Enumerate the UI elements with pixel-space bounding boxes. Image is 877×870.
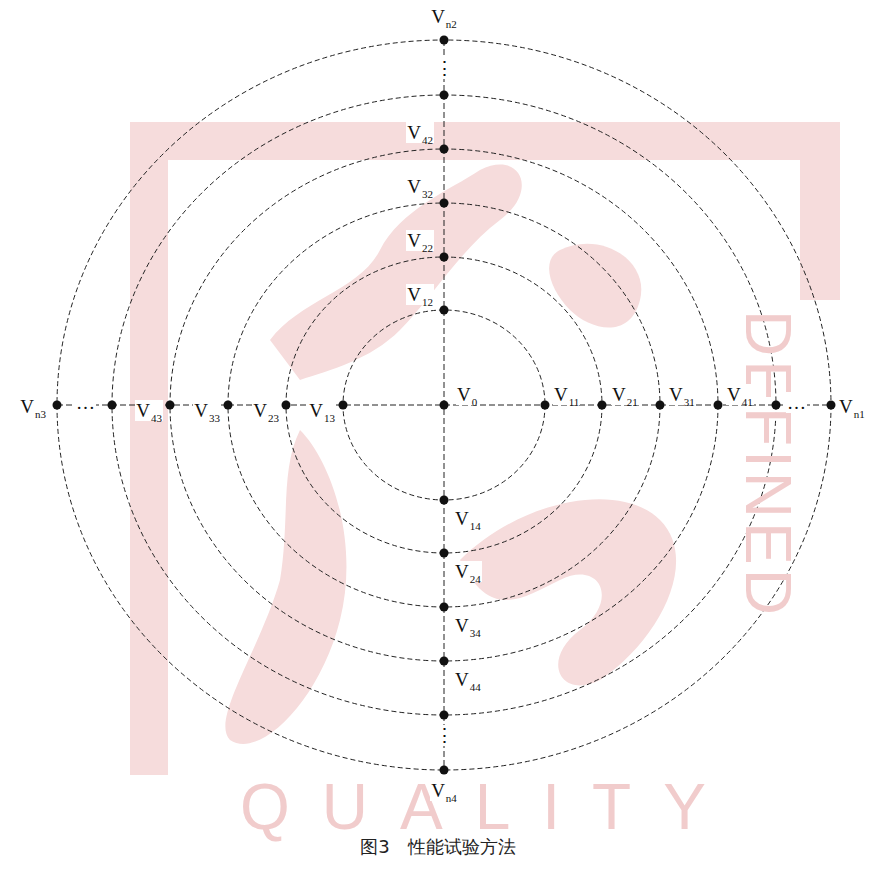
test-point <box>440 253 449 262</box>
point-label: V24 <box>454 561 482 582</box>
test-point <box>440 496 449 505</box>
test-point <box>440 549 449 558</box>
point-label: V14 <box>454 508 482 529</box>
watermark-text: DEFINED <box>736 310 800 619</box>
point-label: Vn4 <box>430 780 458 801</box>
test-point <box>108 401 117 410</box>
test-point <box>827 401 836 410</box>
test-point <box>440 199 449 208</box>
point-label: V11 <box>553 384 580 405</box>
point-label: V43 <box>135 400 163 421</box>
figure-caption: 图3 性能试验方法 <box>360 838 515 856</box>
test-point <box>440 603 449 612</box>
point-label: V12 <box>406 284 434 305</box>
test-point <box>440 711 449 720</box>
test-point <box>53 401 62 410</box>
point-label: V0 <box>456 384 478 405</box>
test-point <box>440 145 449 154</box>
test-point <box>714 401 723 410</box>
point-label: V22 <box>406 230 434 251</box>
test-point <box>656 401 665 410</box>
ellipsis-mark: ⋮ <box>434 725 455 746</box>
test-point <box>440 91 449 100</box>
point-label: Vn1 <box>838 396 866 417</box>
point-label: Vn3 <box>19 396 47 417</box>
test-circle <box>57 40 831 770</box>
point-label: V13 <box>308 400 336 421</box>
point-label: V31 <box>668 384 696 405</box>
point-label: V44 <box>454 669 482 690</box>
point-label: Vn2 <box>430 6 458 27</box>
test-point <box>440 657 449 666</box>
test-point <box>166 401 175 410</box>
point-label: V21 <box>611 384 639 405</box>
point-label: V33 <box>193 400 221 421</box>
test-point <box>440 36 449 45</box>
test-point <box>440 401 449 410</box>
point-label: V23 <box>252 400 280 421</box>
ellipsis-mark: ⋮ <box>434 58 455 79</box>
ellipsis-mark: … <box>786 392 807 413</box>
point-label: V42 <box>406 122 434 143</box>
test-point <box>541 401 550 410</box>
point-label: V41 <box>726 384 754 405</box>
test-point <box>440 766 449 775</box>
watermark-text: QUALITY <box>240 775 738 839</box>
test-point <box>339 401 348 410</box>
test-point <box>224 401 233 410</box>
test-point <box>598 401 607 410</box>
test-point <box>282 401 291 410</box>
point-label: V34 <box>454 615 482 636</box>
watermark-logo <box>130 122 840 775</box>
ellipsis-mark: … <box>75 392 96 413</box>
test-point <box>440 306 449 315</box>
point-label: V32 <box>406 176 434 197</box>
